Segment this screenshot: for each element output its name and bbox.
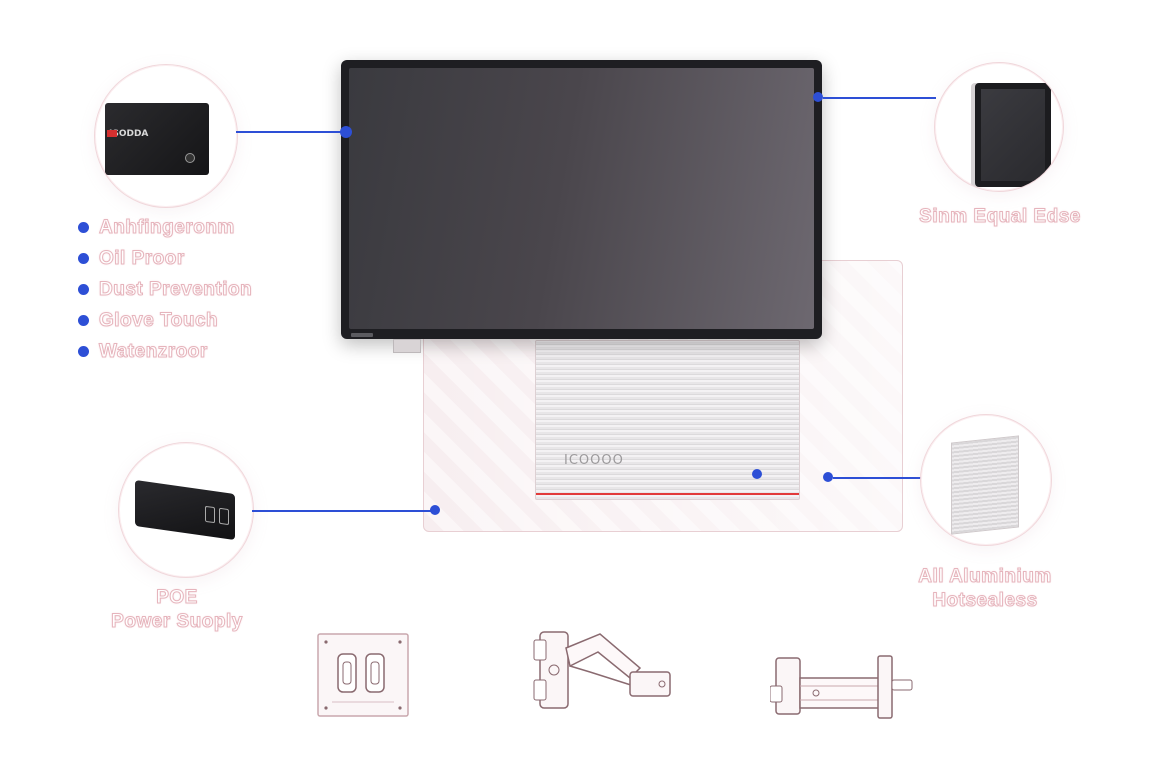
poe-caption-line2: Power Suoply (111, 611, 243, 633)
feature-item: Watenzroor (78, 336, 252, 367)
touch-monitor (341, 60, 822, 339)
poe-caption-line1: POE (156, 587, 198, 609)
poe-box-image (135, 479, 235, 541)
brushed-aluminium-panel: ICOOOO (535, 340, 800, 500)
chip-text: ISODDA (109, 129, 149, 139)
connector-line-poe (252, 510, 432, 512)
connector-dot-aluminium (823, 472, 833, 482)
bullet-icon (78, 284, 89, 295)
connector-dot-poe (430, 505, 440, 515)
aluminium-panel-image (951, 435, 1019, 535)
bullet-icon (78, 253, 89, 264)
touch-chip-image: ISODDA (105, 103, 209, 175)
feature-item: Glove Touch (78, 305, 252, 336)
bullet-icon (78, 315, 89, 326)
feature-list: Anhfingeronm Oil Proor Dust Prevention G… (78, 212, 252, 367)
bezel-tag (351, 333, 373, 337)
feature-item: Dust Prevention (78, 274, 252, 305)
aluminium-caption-line1: All Aluminium (918, 566, 1052, 588)
aluminium-caption: All Aluminium Hotsealess (890, 565, 1080, 613)
slim-edge-image (975, 83, 1051, 187)
chip-button-icon (185, 153, 195, 163)
panel-brand-text: ICOOOO (564, 453, 624, 468)
touch-panel-callout: ISODDA (94, 64, 238, 208)
poe-caption: POE Power Suoply (92, 586, 262, 634)
wall-bracket-mount-icon (770, 655, 913, 719)
connector-line-aluminium (833, 477, 923, 479)
connector-dot-panel (752, 469, 762, 479)
bullet-icon (78, 222, 89, 233)
aluminium-callout (920, 414, 1052, 546)
aluminium-caption-line2: Hotsealess (932, 590, 1038, 612)
red-stripe (536, 493, 799, 495)
connector-dot-touch (340, 126, 352, 138)
chip-red-mark (107, 130, 117, 137)
feature-item: Oil Proor (78, 243, 252, 274)
vesa-mount-plate-icon (317, 633, 409, 717)
slim-edge-caption: Sinm Equal Edse (919, 206, 1081, 228)
bullet-icon (78, 346, 89, 357)
poe-port-icon (205, 505, 215, 524)
swing-arm-mount-icon (533, 631, 671, 709)
poe-callout (118, 442, 254, 578)
connector-dot-edge (813, 92, 823, 102)
monitor-screen (349, 68, 814, 329)
connector-line-edge (823, 97, 936, 99)
poe-port-icon (219, 507, 229, 526)
slim-edge-callout (934, 62, 1064, 192)
feature-item: Anhfingeronm (78, 212, 252, 243)
connector-line-touch (236, 131, 344, 133)
monitor-stand-tab (393, 339, 421, 353)
slim-edge-screen (981, 89, 1045, 181)
